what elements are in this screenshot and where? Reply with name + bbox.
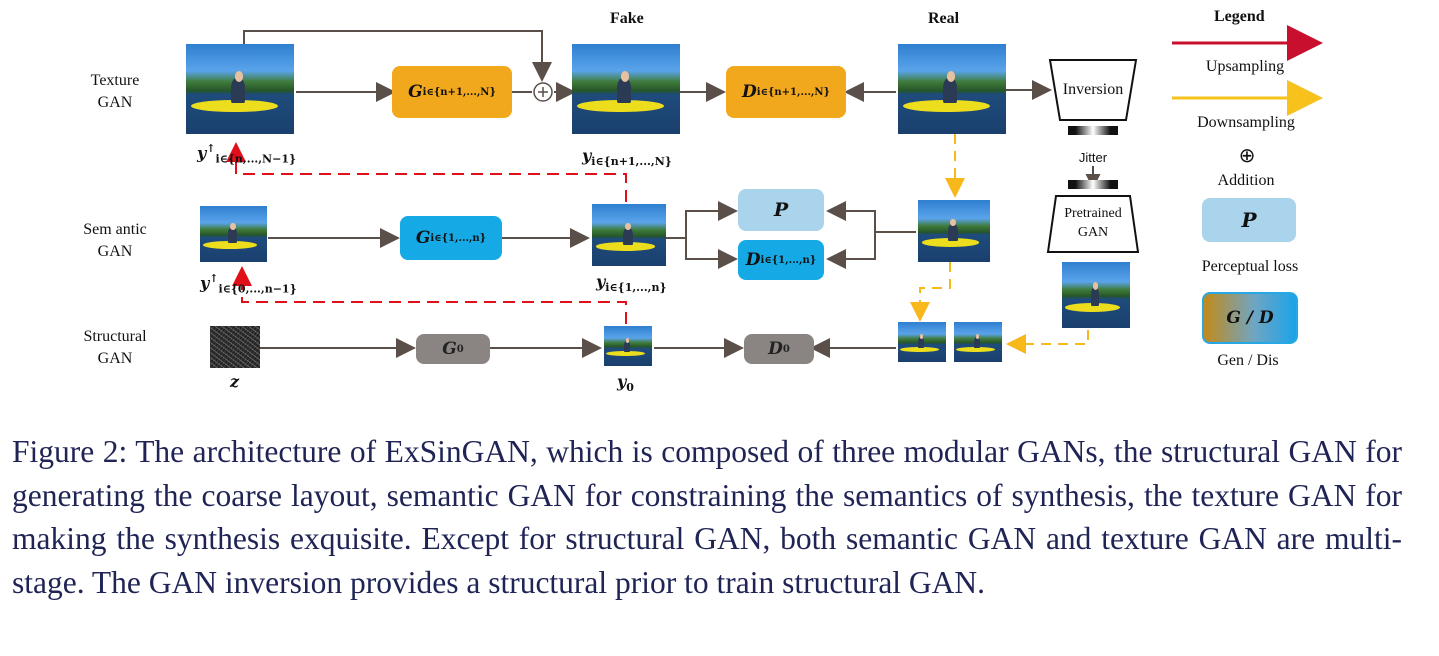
legend-downsampling-label: Downsampling (1197, 114, 1295, 131)
perceptual-loss-box: P (738, 189, 824, 231)
texture-fake-image (572, 44, 680, 134)
semantic-real-image (918, 200, 990, 262)
upsampling-connectors (226, 142, 627, 324)
jitter-top-bar (1068, 126, 1118, 135)
structural-fake-image (604, 326, 652, 366)
z-label: z (230, 372, 240, 391)
figure-caption: Figure 2: The architecture of ExSinGAN, … (12, 434, 1402, 600)
y-up-semantic-label: y↑i∈{0,...,n−1} (200, 272, 297, 296)
jitter-bottom-bar (1068, 180, 1118, 189)
semantic-input-image (200, 206, 267, 262)
texture-row-connectors (243, 30, 1052, 102)
y-semantic-label: yi∈{1,...,n} (596, 272, 667, 295)
structural-real-image (898, 322, 946, 362)
legend-header: Legend (1214, 8, 1265, 25)
legend-perceptual-label: Perceptual loss (1201, 258, 1299, 275)
legend-addition-symbol: ⊕ (1238, 143, 1256, 167)
downsampling-connectors (910, 134, 1089, 354)
noise-z-image (210, 326, 260, 368)
legend-gen-dis-box: G / D (1202, 292, 1298, 344)
semantic-gan-label: Sem antic GAN (83, 221, 147, 260)
texture-gan-label: Texture GAN (90, 72, 140, 111)
legend-gen-dis-label: Gen / Dis (1217, 352, 1279, 369)
addition-plus (538, 87, 548, 97)
real-header: Real (928, 10, 960, 27)
fake-header: Fake (610, 10, 644, 27)
structural-prior-image (954, 322, 1002, 362)
architecture-diagram: Texture GAN Sem antic GAN Structural GAN… (83, 8, 1323, 395)
jitter-label: Jitter (1078, 150, 1108, 165)
legend-upsampling-label: Upsampling (1205, 58, 1285, 75)
pretrained-gan-label: Pretrained GAN (1064, 206, 1122, 240)
texture-real-image (898, 44, 1006, 134)
y-texture-label: yi∈{n+1,...,N} (582, 146, 672, 169)
inversion-block (1048, 59, 1138, 121)
legend-addition-label: Addition (1217, 172, 1275, 189)
connector-layer (226, 25, 1323, 358)
legend-perceptual-box: P (1202, 198, 1296, 242)
structural-gan-label: Structural GAN (83, 328, 147, 367)
pretrained-output-image (1062, 262, 1130, 328)
y-up-texture-label: y↑i∈{n,...,N−1} (197, 142, 297, 166)
semantic-fake-image (592, 204, 666, 266)
inversion-label: Inversion (1062, 81, 1124, 98)
y0-label: y0 (617, 372, 634, 395)
semantic-row-connectors (268, 201, 916, 269)
pretrained-gan-block (1046, 195, 1140, 253)
texture-input-image (186, 44, 294, 134)
